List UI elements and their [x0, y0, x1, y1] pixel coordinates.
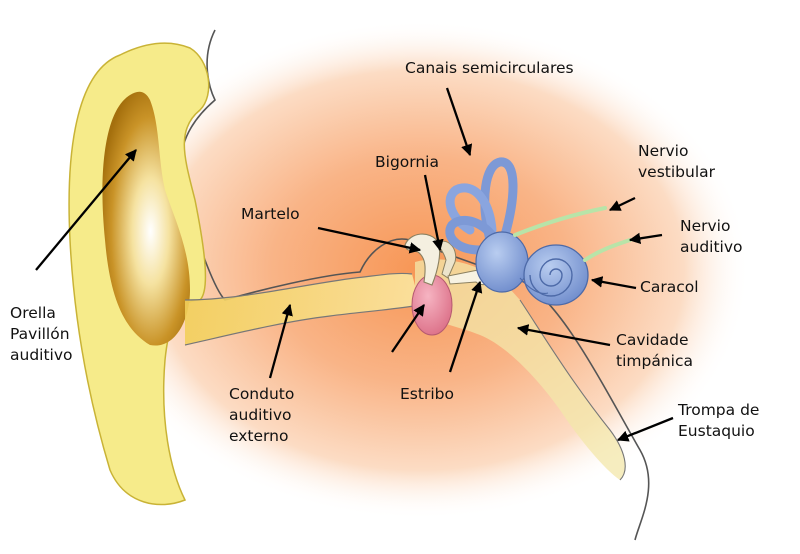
- label-martelo: Martelo: [241, 205, 300, 223]
- label-nervio-vestibular: Nervio vestibular: [638, 142, 716, 181]
- label-canais-semicirculares: Canais semicirculares: [405, 59, 574, 77]
- label-caracol: Caracol: [640, 278, 699, 296]
- label-orella: Orella Pavillón auditivo: [10, 304, 73, 364]
- label-estribo: Estribo: [400, 385, 454, 403]
- semicircular-canals: [445, 157, 518, 255]
- cochlear-nerve: [583, 238, 632, 262]
- label-cavidade-timpanica: Cavidade timpánica: [616, 331, 693, 370]
- cochlea: [519, 244, 589, 306]
- label-conduto-auditivo-externo: Conduto auditivo externo: [229, 385, 295, 445]
- pointer-arrows: [35, 87, 674, 442]
- label-bigornia: Bigornia: [375, 153, 439, 171]
- vestibule: [475, 231, 529, 293]
- tympanic-cavity: [415, 259, 626, 480]
- skin-outline: [179, 29, 650, 541]
- vestibular-nerve: [513, 206, 607, 237]
- ear-canal: [185, 273, 420, 345]
- label-nervio-auditivo: Nervio auditivo: [680, 217, 743, 256]
- concha: [102, 91, 190, 346]
- label-trompa-de-eustaquio: Trompa de Eustaquio: [678, 401, 760, 440]
